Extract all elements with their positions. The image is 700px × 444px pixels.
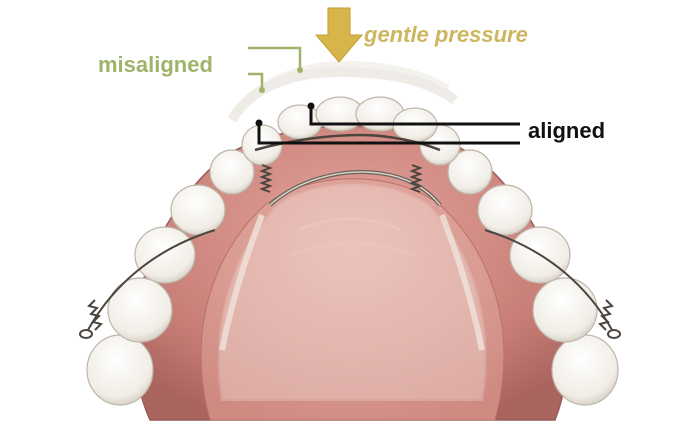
misaligned-leader [248,46,302,88]
retainer-plate [218,183,487,401]
tooth [447,149,493,195]
tooth [477,184,533,236]
springs [87,164,614,331]
tooth [134,226,196,284]
tooth [209,149,255,195]
tooth [551,334,619,406]
tooth [86,334,154,406]
clasp-right [484,229,613,331]
tooth [532,277,598,343]
clasp-left [87,229,216,331]
aligned-leader [257,108,520,145]
palate [200,178,505,421]
misaligned-label: misaligned [98,52,213,77]
teeth-right [419,124,619,406]
tooth [107,277,173,343]
tooth [277,104,323,140]
aligned-label: aligned [528,118,606,143]
teeth-left [86,124,283,406]
tooth [170,184,226,236]
pressure-arrow-icon [314,7,364,63]
gentle-pressure-label: gentle pressure [364,22,528,47]
